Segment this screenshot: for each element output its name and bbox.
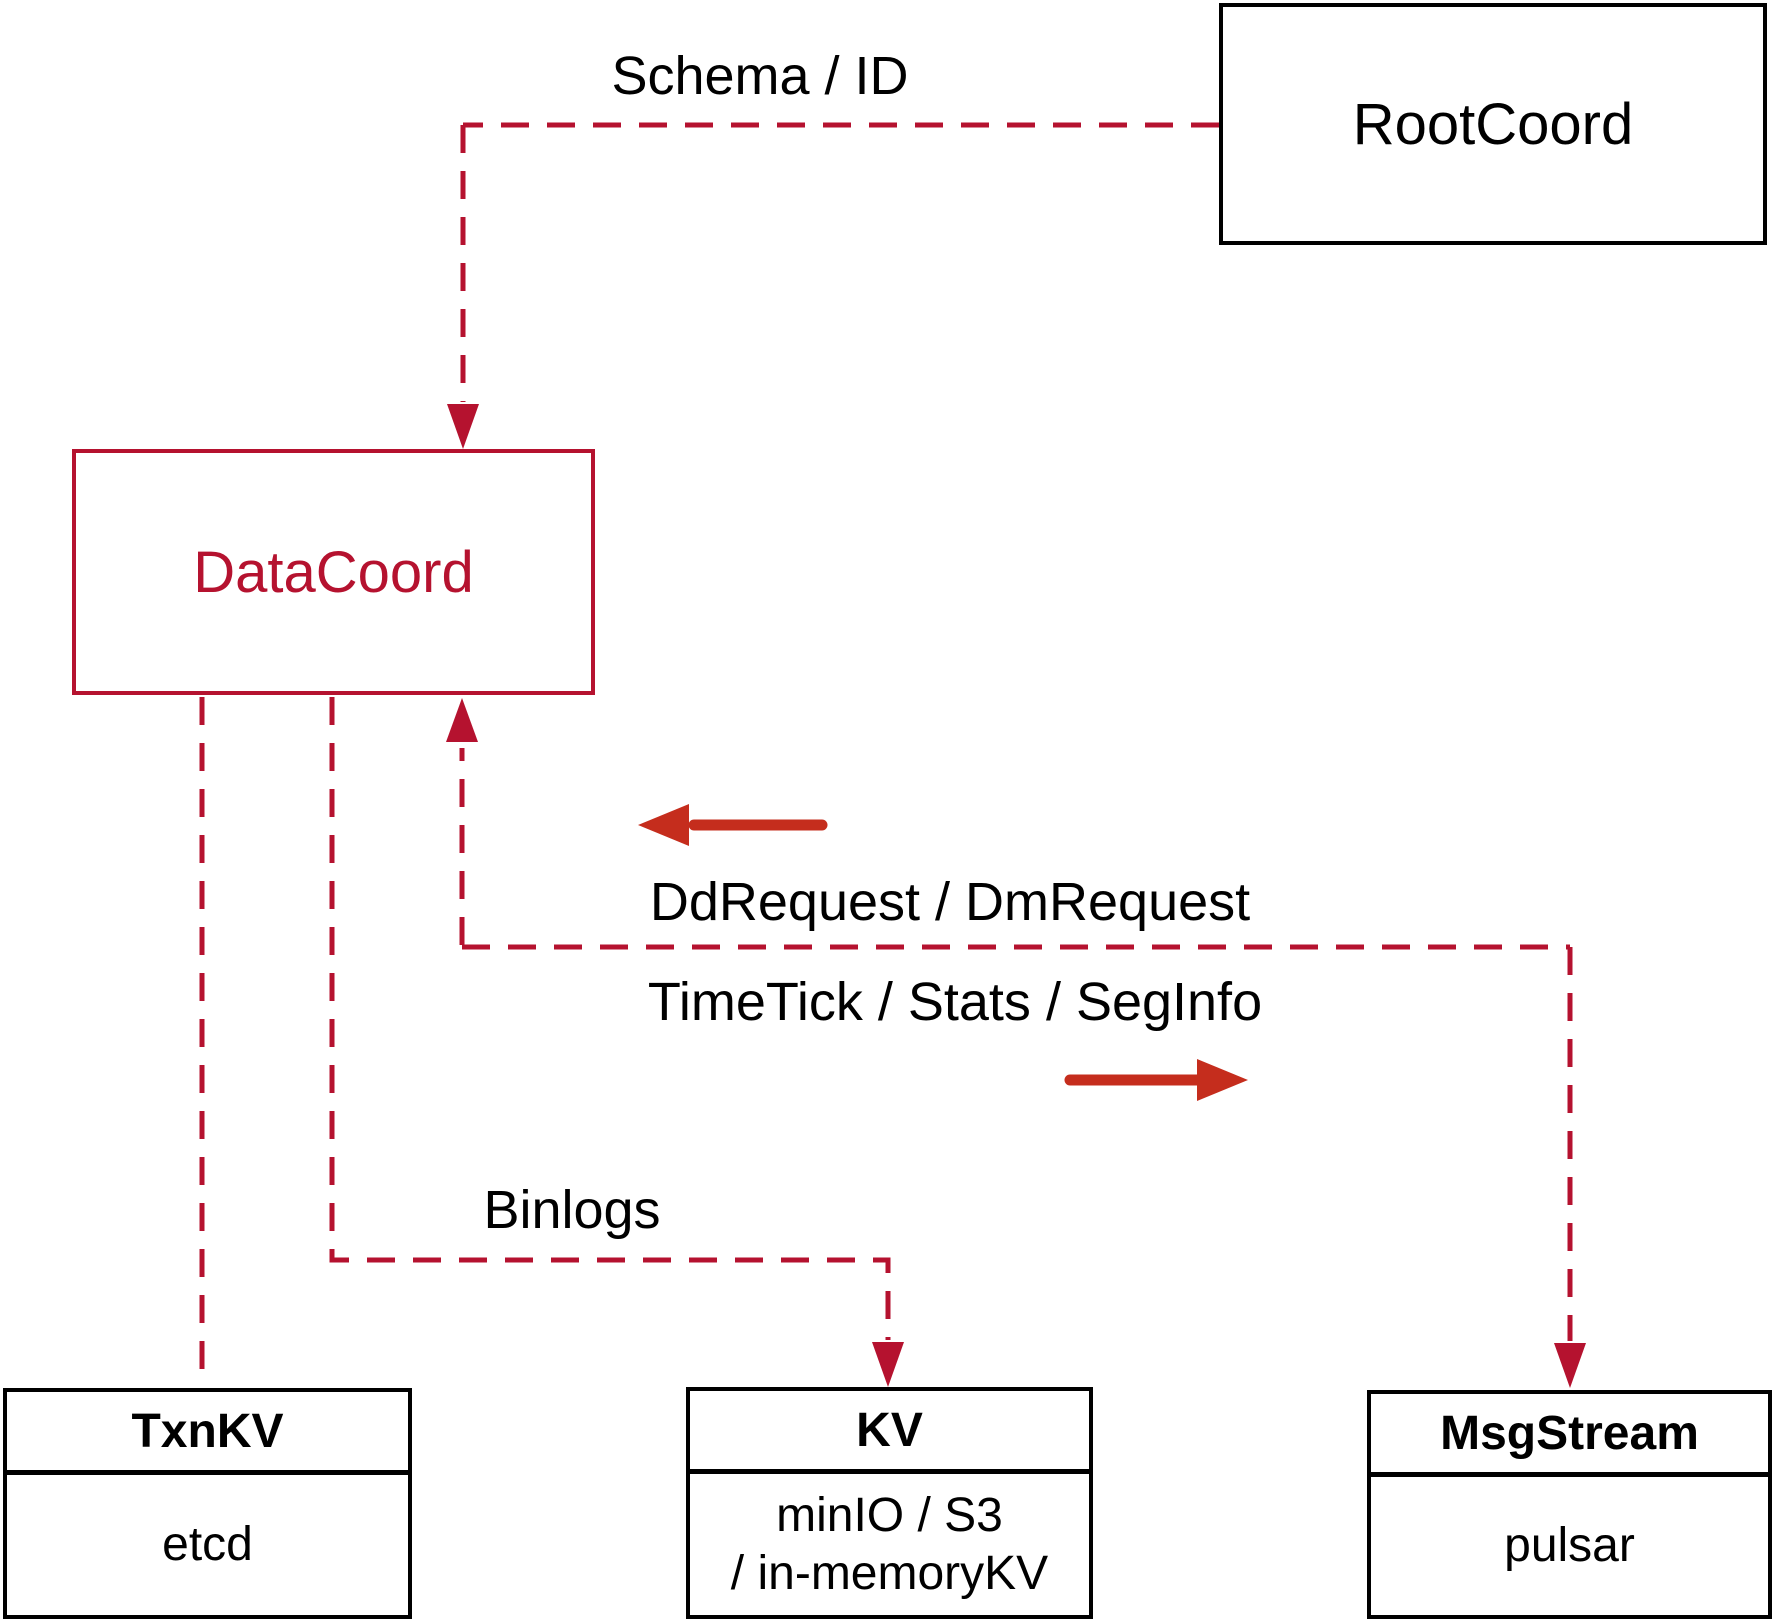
solid-arrow-left-icon bbox=[638, 804, 689, 846]
arrowhead-into-datacoord-bottom-icon bbox=[446, 698, 478, 742]
node-datacoord-label: DataCoord bbox=[193, 539, 474, 605]
node-kv: KV minIO / S3 / in-memoryKV bbox=[686, 1387, 1093, 1619]
arrowhead-into-msgstream-icon bbox=[1554, 1343, 1586, 1388]
node-txnkv-title: TxnKV bbox=[7, 1392, 408, 1475]
node-txnkv: TxnKV etcd bbox=[3, 1388, 412, 1619]
node-rootcoord: RootCoord bbox=[1219, 3, 1767, 245]
node-rootcoord-label: RootCoord bbox=[1352, 91, 1634, 157]
solid-arrow-right-icon bbox=[1197, 1059, 1248, 1101]
node-msgstream-body: pulsar bbox=[1504, 1519, 1635, 1572]
node-txnkv-body: etcd bbox=[162, 1518, 253, 1571]
node-kv-title: KV bbox=[690, 1391, 1089, 1474]
node-msgstream-title: MsgStream bbox=[1371, 1394, 1768, 1477]
edge-label-ddrequest: DdRequest / DmRequest bbox=[649, 872, 1251, 932]
node-msgstream: MsgStream pulsar bbox=[1367, 1390, 1772, 1619]
node-kv-body-line2: / in-memoryKV bbox=[730, 1546, 1049, 1600]
arrowhead-into-kv-icon bbox=[872, 1342, 904, 1387]
arrowhead-into-datacoord-top-icon bbox=[447, 404, 479, 449]
edge-label-timetick: TimeTick / Stats / SegInfo bbox=[647, 972, 1263, 1032]
edge-binlogs bbox=[329, 697, 891, 1340]
node-datacoord: DataCoord bbox=[72, 449, 595, 695]
node-kv-body-line1: minIO / S3 bbox=[776, 1488, 1003, 1542]
edge-label-binlogs: Binlogs bbox=[483, 1180, 661, 1240]
edge-label-schema-id: Schema / ID bbox=[611, 46, 909, 106]
